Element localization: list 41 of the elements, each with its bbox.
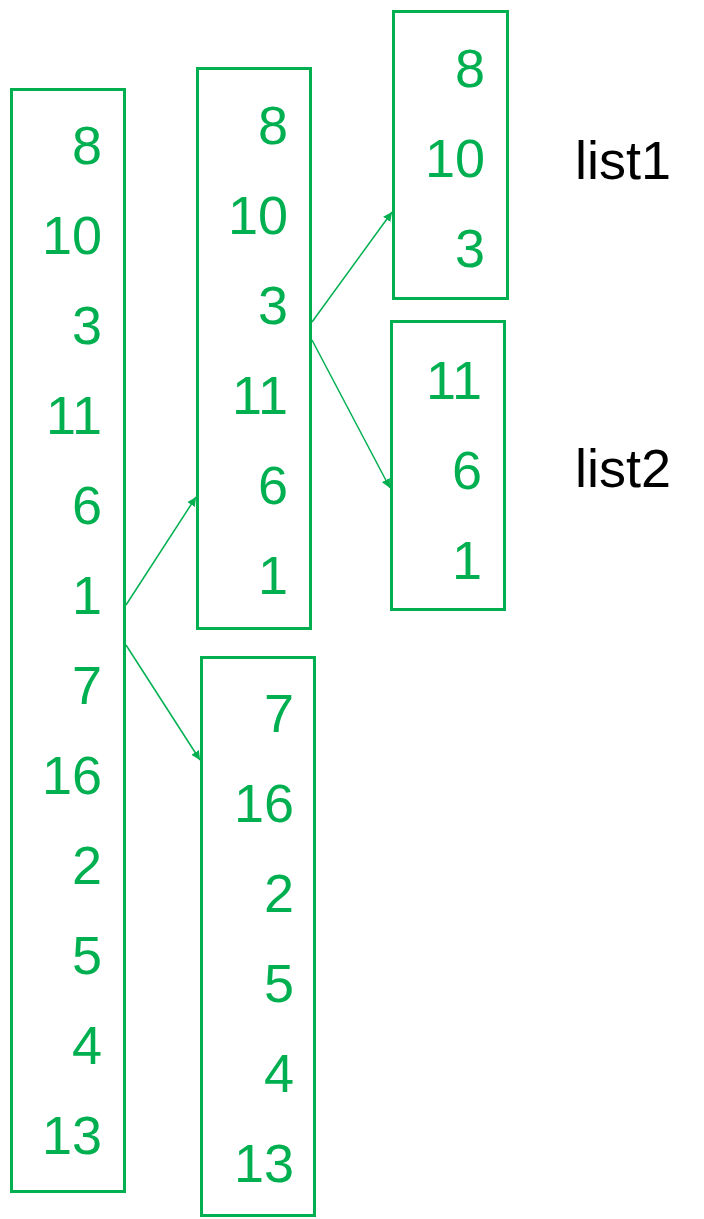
list-label: list2 <box>575 438 672 498</box>
number: 8 <box>453 37 486 100</box>
number: 7 <box>262 682 295 745</box>
number: 11 <box>424 349 483 412</box>
number: 1 <box>70 564 103 627</box>
number: 4 <box>70 1014 103 1077</box>
number: 7 <box>70 654 103 717</box>
number: 6 <box>450 439 483 502</box>
number: 8 <box>70 114 103 177</box>
number: 1 <box>450 529 483 592</box>
list-label: list1 <box>575 130 672 190</box>
number: 13 <box>232 1132 295 1195</box>
number: 6 <box>70 474 103 537</box>
number: 3 <box>453 217 486 280</box>
number: 11 <box>230 364 289 427</box>
number: 16 <box>232 772 295 835</box>
number: 10 <box>423 127 486 190</box>
number: 3 <box>70 294 103 357</box>
list-box <box>10 88 126 1193</box>
list-box <box>196 67 312 630</box>
number: 2 <box>262 862 295 925</box>
number: 5 <box>70 924 103 987</box>
number: 6 <box>256 454 289 517</box>
arrow <box>311 211 393 323</box>
number: 10 <box>226 184 289 247</box>
list-box <box>390 320 506 611</box>
number: 2 <box>70 834 103 897</box>
arrow <box>125 644 201 761</box>
number: 13 <box>40 1104 103 1167</box>
number: 11 <box>44 384 103 447</box>
list-box <box>200 656 316 1217</box>
number: 3 <box>256 274 289 337</box>
number: 16 <box>40 744 103 807</box>
number: 4 <box>262 1042 295 1105</box>
number: 1 <box>256 544 289 607</box>
number: 8 <box>256 94 289 157</box>
arrow <box>125 496 197 606</box>
number: 10 <box>40 204 103 267</box>
arrow <box>311 339 391 489</box>
list-box <box>392 10 509 300</box>
number: 5 <box>262 952 295 1015</box>
